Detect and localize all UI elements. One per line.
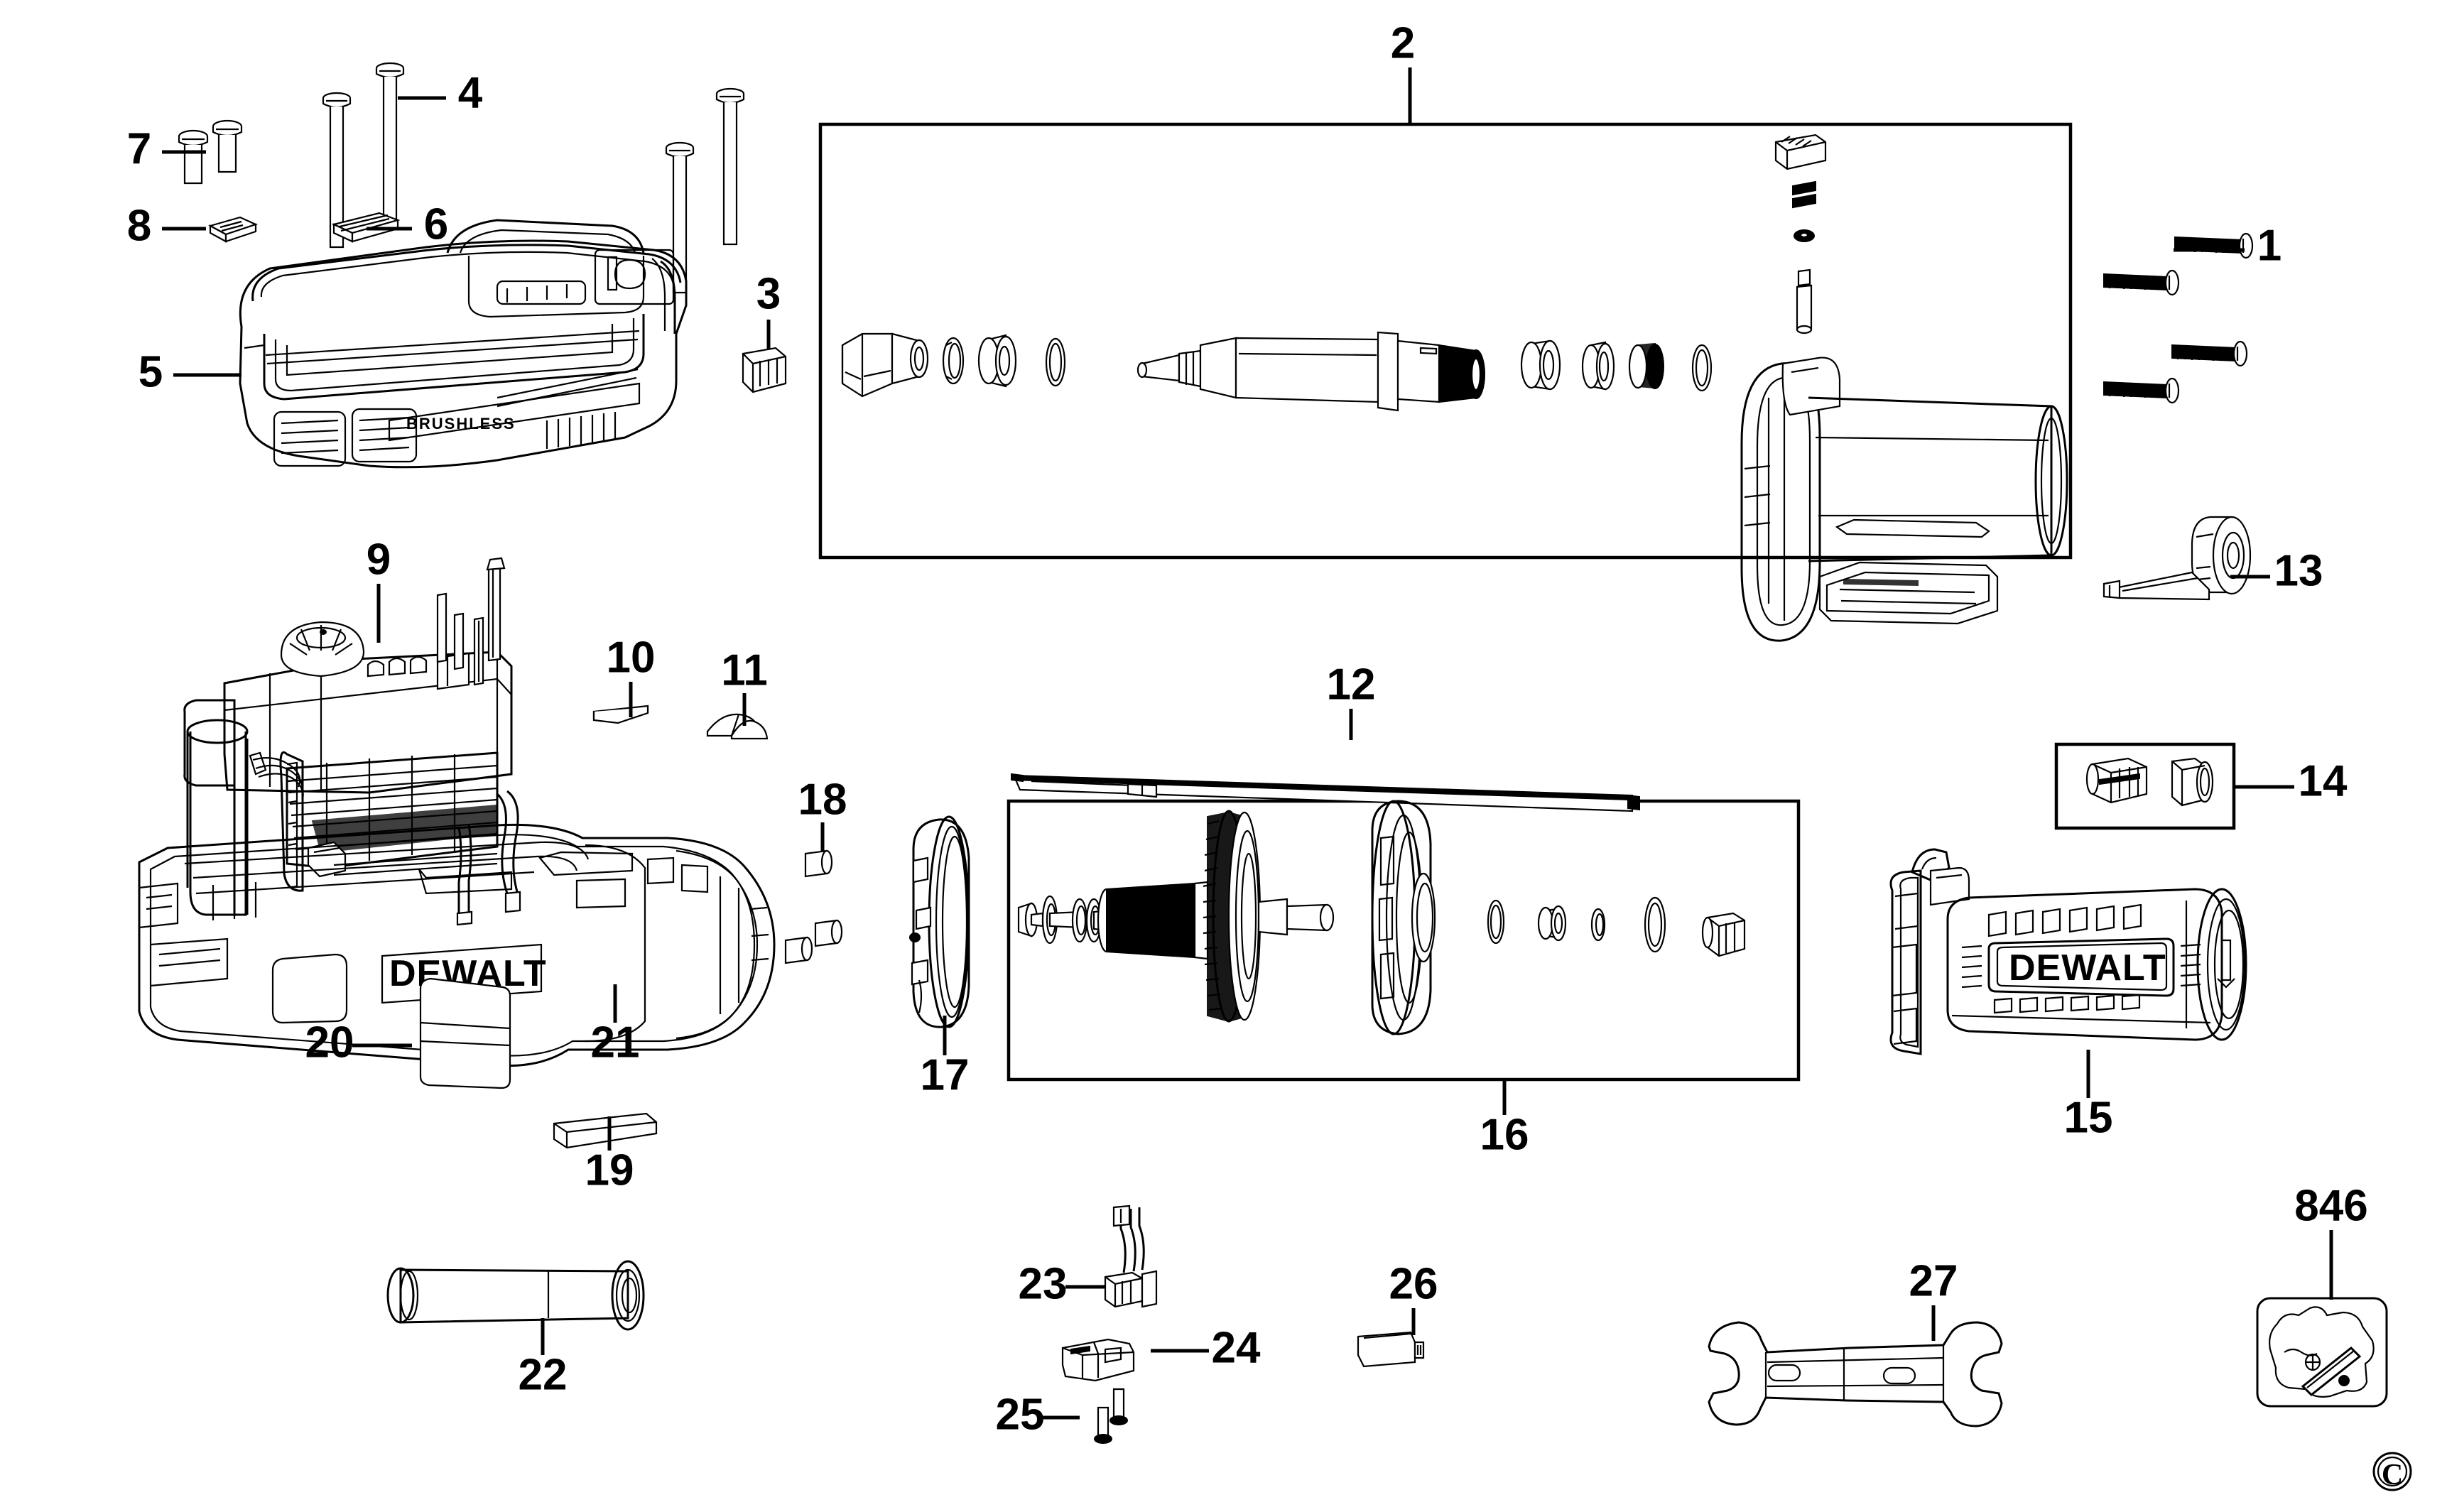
part-slide-switch-actuator <box>742 347 787 393</box>
callout-number-846: 846 <box>2294 1181 2367 1230</box>
callout-number-9: 9 <box>367 535 391 584</box>
callout-11: 11 <box>721 646 768 726</box>
callout-number-8: 8 <box>127 201 151 250</box>
part-motor-switch-module <box>183 557 521 926</box>
part-switch-retainer-bracket <box>1061 1338 1135 1382</box>
boxed-group-spindle <box>818 122 2073 560</box>
callout-number-25: 25 <box>996 1390 1045 1439</box>
part-handle-grip-dewalt: DEWALT <box>1889 848 2247 1055</box>
part-baffle-ring <box>909 815 970 1028</box>
callout-8: 8 <box>127 201 206 250</box>
callout-3: 3 <box>756 269 781 349</box>
copyright-mark: C <box>2372 1452 2412 1491</box>
part-body-half-dewalt: DEWALT <box>138 823 776 1067</box>
part-outer-sleeve-tube <box>386 1260 645 1331</box>
callout-number-18: 18 <box>798 775 847 824</box>
callout-26: 26 <box>1389 1259 1438 1335</box>
callout-number-12: 12 <box>1327 660 1376 709</box>
callout-number-5: 5 <box>139 347 163 396</box>
part-flat-spacer-strip <box>592 705 649 724</box>
part-grease-tube <box>1357 1331 1425 1368</box>
callout-5: 5 <box>139 347 242 396</box>
callout-number-19: 19 <box>585 1146 634 1195</box>
callout-10: 10 <box>607 633 656 717</box>
callout-number-23: 23 <box>1019 1259 1068 1308</box>
callout-number-21: 21 <box>591 1018 640 1067</box>
callout-number-2: 2 <box>1391 18 1415 67</box>
svg-text:DEWALT: DEWALT <box>2009 947 2166 989</box>
callout-number-17: 17 <box>921 1050 970 1099</box>
part-spanner-wrench <box>1708 1321 2003 1427</box>
callout-7: 7 <box>127 124 206 173</box>
callout-1: 1 <box>2174 221 2281 270</box>
part-long-housing-screw-set-4 <box>322 62 745 294</box>
callout-16: 16 <box>1480 1081 1529 1159</box>
callout-number-14: 14 <box>2299 756 2348 805</box>
part-nameplate-label <box>331 212 401 243</box>
part-rubber-bumper-pad <box>706 713 769 740</box>
part-collet-and-nut-kit <box>2085 757 2214 807</box>
callout-number-1: 1 <box>2257 221 2281 270</box>
part-switch-screw-pair <box>1094 1388 1128 1444</box>
callout-number-27: 27 <box>1909 1256 1958 1305</box>
part-retaining-clip-strip <box>553 1112 658 1149</box>
assembly-spindle-parts <box>841 134 2068 642</box>
callout-13: 13 <box>2230 546 2323 595</box>
callout-number-24: 24 <box>1212 1323 1261 1372</box>
callout-number-6: 6 <box>424 200 448 249</box>
part-spindle-shaft-rod <box>1011 773 1640 812</box>
callout-number-3: 3 <box>756 269 781 318</box>
callout-12: 12 <box>1327 660 1376 740</box>
callout-15: 15 <box>2064 1050 2113 1142</box>
callout-17: 17 <box>921 1016 970 1099</box>
part-pan-head-screw-pair <box>178 119 243 185</box>
callout-2: 2 <box>1391 18 1415 124</box>
callout-6: 6 <box>367 200 448 249</box>
callout-9: 9 <box>367 535 391 643</box>
callout-20: 20 <box>305 1018 412 1067</box>
part-bushing-set-3 <box>784 849 843 964</box>
callout-number-20: 20 <box>305 1018 354 1067</box>
callout-27: 27 <box>1909 1256 1958 1341</box>
callout-14: 14 <box>2234 756 2348 805</box>
callout-23: 23 <box>1019 1259 1105 1308</box>
part-switch-with-harness <box>1104 1204 1158 1308</box>
part-warning-label-card <box>2256 1297 2388 1408</box>
callout-number-13: 13 <box>2274 546 2323 595</box>
callout-21: 21 <box>591 984 640 1067</box>
callout-number-22: 22 <box>519 1350 568 1399</box>
callout-number-26: 26 <box>1389 1259 1438 1308</box>
part-trigger-lock-lever <box>2103 516 2252 601</box>
callout-22: 22 <box>519 1318 568 1399</box>
callout-number-16: 16 <box>1480 1110 1529 1159</box>
part-terminal-clip <box>208 216 259 243</box>
callout-25: 25 <box>996 1390 1080 1439</box>
callout-24: 24 <box>1151 1323 1261 1372</box>
svg-text:BRUSHLESS: BRUSHLESS <box>406 415 516 433</box>
svg-text:C: C <box>2382 1459 2403 1491</box>
part-gear-case-shroud <box>419 977 511 1089</box>
callout-number-15: 15 <box>2064 1093 2113 1142</box>
callout-number-10: 10 <box>607 633 656 682</box>
part-motor-housing-cover: BRUSHLESS <box>239 219 688 469</box>
callout-19: 19 <box>585 1116 634 1195</box>
callout-number-4: 4 <box>458 68 483 117</box>
part-machine-screw-set-4 <box>2103 232 2254 404</box>
callout-4: 4 <box>398 68 483 117</box>
callout-18: 18 <box>798 775 847 851</box>
callout-846: 846 <box>2294 1181 2368 1300</box>
callout-number-11: 11 <box>721 646 768 695</box>
callout-number-7: 7 <box>127 124 151 173</box>
assembly-armature-parts <box>1017 800 1746 1035</box>
